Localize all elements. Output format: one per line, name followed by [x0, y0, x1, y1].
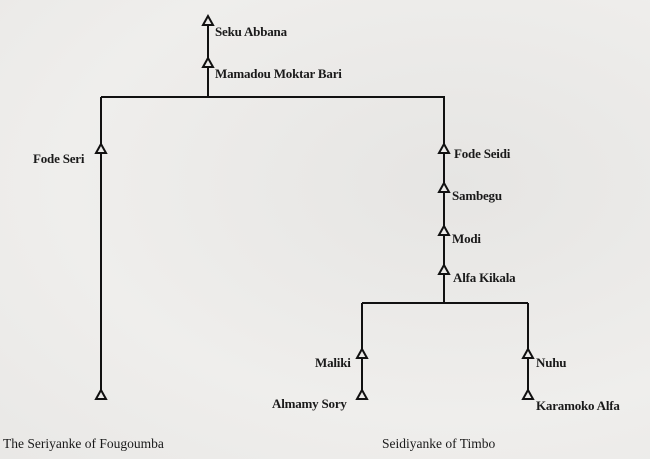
triangle-icon	[437, 141, 451, 154]
triangle-icon	[94, 141, 108, 154]
triangle-icon	[521, 346, 535, 359]
person-almamy-sory: Almamy Sory	[272, 396, 347, 411]
person-nuhu: Nuhu	[536, 355, 567, 370]
person-karamoko-alfa: Karamoko Alfa	[536, 398, 620, 413]
person-modi: Modi	[452, 231, 481, 246]
person-fode-seri: Fode Seri	[33, 151, 85, 166]
person-fode-seidi: Fode Seidi	[454, 146, 511, 161]
triangle-icon	[437, 180, 451, 193]
person-sambegu: Sambegu	[452, 188, 502, 203]
triangle-icon	[521, 387, 535, 400]
triangle-icon	[437, 223, 451, 236]
caption-seidiyanke: Seidiyanke of Timbo	[382, 436, 496, 451]
triangle-icon	[355, 346, 369, 359]
person-seku-abbana: Seku Abbana	[215, 24, 287, 39]
triangle-icon	[355, 387, 369, 400]
triangle-icon	[201, 55, 215, 68]
person-mamadou-moktar-bari: Mamadou Moktar Bari	[215, 66, 342, 81]
person-alfa-kikala: Alfa Kikala	[453, 270, 516, 285]
triangle-icon	[94, 387, 108, 400]
triangle-icon	[437, 262, 451, 275]
caption-seriyanke: The Seriyanke of Fougoumba	[3, 436, 164, 451]
person-maliki: Maliki	[315, 355, 351, 370]
triangle-icon	[201, 13, 215, 26]
